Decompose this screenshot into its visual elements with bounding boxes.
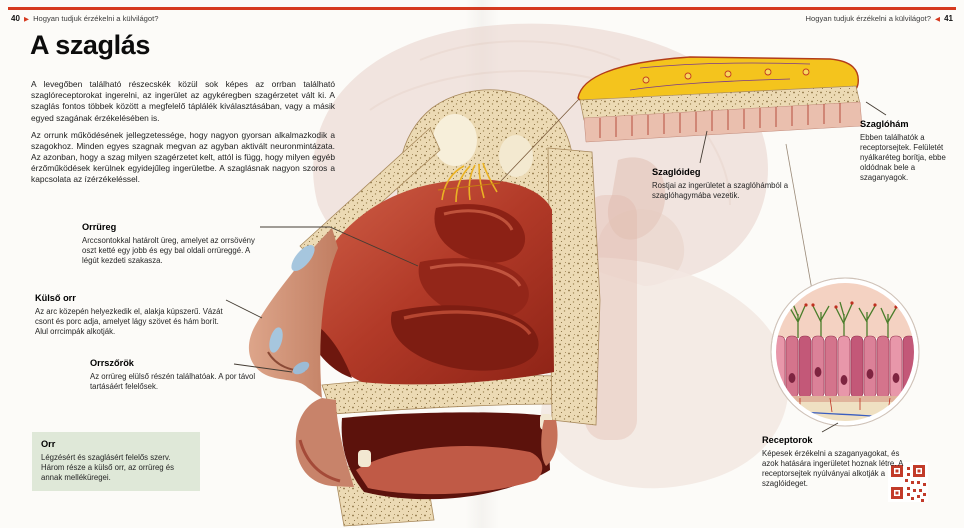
olfactory-epithelium-band	[583, 101, 863, 143]
external-nose	[248, 228, 338, 398]
callout-szagloideg-body: Rostjai az ingerületet a szaglóhámból a …	[652, 180, 789, 201]
header-right: Hogyan tudjuk érzékelni a külvilágot? ◀ …	[806, 14, 953, 23]
nasal-turbinates	[390, 204, 539, 371]
leader-lines	[225, 101, 887, 433]
leader-szaglohm	[865, 101, 887, 116]
callout-orrszorok-body: Az orrüreg elülső részén találhatóak. A …	[90, 371, 256, 392]
epithelium-inset	[499, 56, 863, 183]
page-title: A szaglás	[30, 30, 150, 60]
arrow-left-icon: ◀	[935, 16, 940, 23]
callout-kulso-orr-body: Az arc közepén helyezkedik el, alakja kú…	[35, 306, 223, 337]
intro-paragraph-1: A levegőben található részecskék közül s…	[31, 79, 335, 123]
callout-orrureg-title: Orrüreg	[82, 222, 117, 232]
callout-szagloideg-title: Szaglóideg	[652, 167, 701, 177]
callout-orrureg: Orrüreg Arccsontokkal határolt üreg, ame…	[82, 222, 258, 266]
qr-code-icon	[888, 462, 928, 502]
leader-orrszorok	[233, 363, 293, 373]
leader-orrureg	[260, 226, 419, 267]
callout-szagloideg: Szaglóideg Rostjai az ingerületet a szag…	[652, 167, 790, 201]
callout-orr-body: Légzésért és szaglásért felelős szerv. H…	[41, 452, 175, 483]
running-title-left: Hogyan tudjuk érzékelni a külvilágot?	[33, 14, 159, 23]
callout-receptorok-body: Képesek érzékelni a szaganyagokat, és az…	[762, 448, 903, 489]
leader-kulso-orr	[225, 299, 263, 319]
intro-paragraph-2: Az orrunk működésének jellegzetessége, h…	[31, 129, 335, 185]
leader-receptorok	[821, 422, 839, 433]
intro-text: A levegőben található részecskék közül s…	[31, 79, 335, 192]
callout-receptorok-title: Receptorok	[762, 435, 813, 445]
receptor-cilia	[789, 301, 897, 338]
callout-receptorok: Receptorok Képesek érzékelni a szaganyag…	[762, 435, 918, 489]
callout-szaglohm-body: Ebben találhatók a receptorsejtek. Felül…	[860, 132, 946, 183]
callout-szaglohm-title: Szaglóhám	[860, 119, 909, 129]
running-title-right: Hogyan tudjuk érzékelni a külvilágot?	[805, 14, 931, 23]
callout-orr-box: Orr Légzésért és szaglásért felelős szer…	[32, 432, 200, 492]
leader-szagloideg	[699, 130, 708, 164]
callout-orr-title: Orr	[41, 439, 56, 449]
callout-kulso-orr-title: Külső orr	[35, 293, 76, 303]
top-rule	[8, 7, 956, 10]
callout-orrszorok-title: Orrszőrök	[90, 358, 134, 368]
header-left: 40 ▶ Hogyan tudjuk érzékelni a külvilágo…	[11, 14, 158, 23]
columnar-cells	[774, 335, 916, 399]
nasal-cavity	[306, 162, 554, 385]
callout-orrureg-body: Arccsontokkal határolt üreg, amelyet az …	[82, 235, 255, 266]
mouth-region	[295, 398, 558, 500]
callout-kulso-orr: Külső orr Az arc közepén helyezkedik el,…	[35, 293, 225, 337]
nasal-cartilage	[291, 244, 315, 272]
receptor-fibers	[599, 103, 841, 138]
page-number-left: 40	[11, 14, 20, 23]
page-number-right: 41	[944, 14, 953, 23]
arrow-right-icon: ▶	[24, 16, 29, 23]
callout-orrszorok: Orrszőrök Az orrüreg elülső részén talál…	[90, 358, 268, 392]
receptor-inset	[770, 143, 920, 427]
olfactory-fibers	[437, 162, 501, 203]
callout-szaglohm: Szaglóhám Ebben találhatók a receptorsej…	[860, 119, 958, 184]
